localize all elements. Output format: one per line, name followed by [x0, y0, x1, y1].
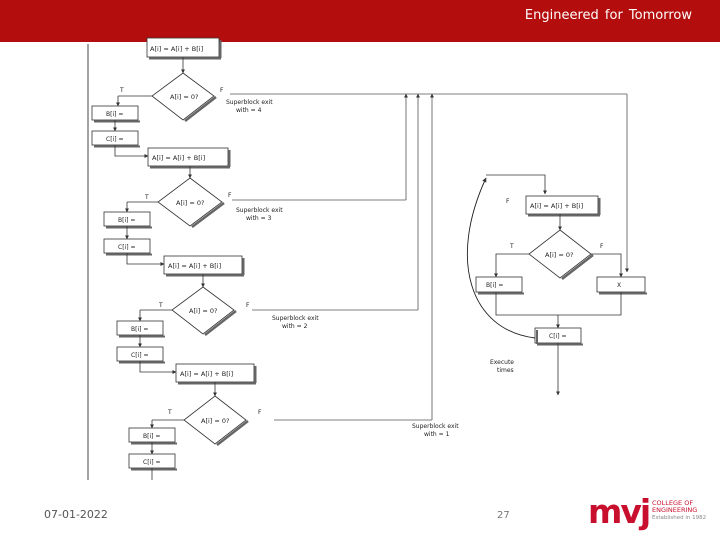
block3-test: A[i] = 0? — [189, 307, 218, 315]
block3-exit-with: with = 2 — [282, 323, 308, 330]
loop-false-label: F — [600, 243, 604, 250]
block1-b-assign: B[i] = — [106, 111, 123, 118]
loop-entry-label: F — [506, 198, 510, 205]
block1-exit: Superblock exit — [226, 99, 273, 106]
block2-assign: A[i] = A[i] + B[i] — [152, 154, 205, 162]
logo-line-1: COLLEGE OF — [652, 499, 694, 507]
logo-line-2: ENGINEERING — [652, 506, 698, 514]
block2-exit: Superblock exit — [236, 207, 283, 214]
block1-exit-with: with = 4 — [236, 107, 262, 114]
footer-date: 07-01-2022 — [44, 508, 108, 521]
loop-b-assign: B[i] = — [486, 282, 503, 289]
block1-test: A[i] = 0? — [170, 93, 199, 101]
block2-test: A[i] = 0? — [176, 199, 205, 207]
block4-c-assign: C[i] = — [143, 459, 160, 466]
loop-assign: A[i] = A[i] + B[i] — [530, 202, 583, 210]
superblock-4: A[i] = A[i] + B[i] A[i] = 0? T F B[i] = … — [128, 363, 459, 480]
loop-c-assign: C[i] = — [549, 333, 566, 340]
superblock-2: A[i] = A[i] + B[i] A[i] = 0? T F B[i] = … — [103, 147, 283, 266]
block3-false-label: F — [246, 302, 250, 309]
block3-exit: Superblock exit — [272, 315, 319, 322]
page-number: 27 — [497, 510, 510, 521]
block1-assign: A[i] = A[i] + B[i] — [150, 45, 203, 53]
loop-true-label: T — [509, 243, 514, 250]
block1-true-label: T — [119, 87, 124, 94]
block2-false-label: F — [228, 192, 232, 199]
block3-assign: A[i] = A[i] + B[i] — [168, 262, 221, 270]
block2-exit-with: with = 3 — [246, 215, 272, 222]
logo-line-3: Established in 1982 — [652, 515, 707, 521]
block4-exit: Superblock exit — [412, 423, 459, 430]
block1-c-assign: C[i] = — [106, 136, 123, 143]
exit-lines — [230, 93, 629, 421]
superblock-1: A[i] = A[i] + B[i] A[i] = 0? T F B[i] = … — [91, 37, 273, 158]
banner-tagline: Engineered for Tomorrow — [524, 8, 692, 23]
loop-x-box: X — [617, 282, 621, 289]
loop-test: A[i] = 0? — [545, 251, 574, 259]
block2-c-assign: C[i] = — [118, 244, 135, 251]
loop-execute-label: Execute — [490, 359, 514, 366]
header-banner: Engineered for Tomorrow — [0, 0, 720, 42]
logo-mark: mvj — [588, 492, 651, 531]
block4-exit-with: with = 1 — [424, 431, 450, 438]
block3-true-label: T — [158, 302, 163, 309]
block3-c-assign: C[i] = — [131, 352, 148, 359]
block2-true-label: T — [144, 194, 149, 201]
loop-times-label: times — [497, 367, 514, 374]
block4-assign: A[i] = A[i] + B[i] — [180, 370, 233, 378]
block4-false-label: F — [258, 409, 262, 416]
block4-test: A[i] = 0? — [201, 417, 230, 425]
block4-b-assign: B[i] = — [143, 433, 160, 440]
block4-true-label: T — [167, 409, 172, 416]
college-logo: mvj COLLEGE OF ENGINEERING Established i… — [588, 492, 706, 534]
superblock-3: A[i] = A[i] + B[i] A[i] = 0? T F B[i] = … — [116, 255, 319, 374]
loop-diagram: F A[i] = A[i] + B[i] A[i] = 0? T F B[i] … — [466, 174, 647, 396]
block1-false-label: F — [220, 87, 224, 94]
block3-b-assign: B[i] = — [131, 326, 148, 333]
block2-b-assign: B[i] = — [118, 217, 135, 224]
